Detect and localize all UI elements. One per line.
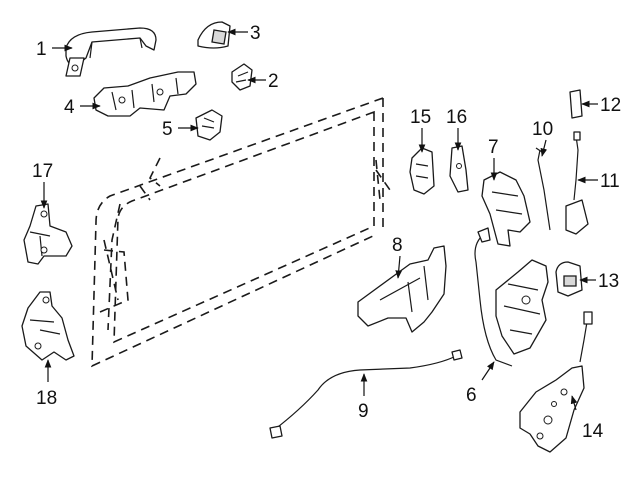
callout-13: 13	[598, 271, 619, 292]
leader-lines	[40, 28, 598, 411]
callout-12: 12	[600, 95, 621, 116]
part-4-handle-carrier	[93, 71, 197, 117]
part-17-upper-hinge	[23, 203, 73, 265]
callout-15: 15	[410, 107, 431, 128]
callout-17: 17	[32, 161, 53, 182]
part-10-rod	[535, 147, 551, 231]
part-5-lock-cylinder	[195, 109, 223, 141]
part-12-connector	[569, 89, 583, 119]
callout-11: 11	[600, 171, 620, 192]
callout-1: 1	[36, 39, 47, 60]
part-7-lock-bracket	[481, 171, 531, 247]
part-16-bracket	[449, 145, 469, 193]
part-3-handle-cap	[197, 21, 231, 49]
part-13-striker-cover	[555, 261, 583, 297]
part-9-release-cable	[269, 349, 463, 439]
part-11-cable	[565, 131, 589, 235]
callout-10: 10	[532, 119, 553, 140]
callout-16: 16	[446, 107, 467, 128]
part-14-latch-bracket	[519, 311, 593, 453]
callout-9: 9	[358, 401, 369, 422]
part-2-clip	[231, 63, 253, 91]
callout-2: 2	[268, 71, 279, 92]
callout-6: 6	[466, 385, 477, 406]
callout-5: 5	[162, 119, 173, 140]
door-outline	[91, 97, 391, 368]
part-8-inner-bracket	[357, 245, 447, 333]
callout-7: 7	[488, 137, 499, 158]
callout-labels: 1 2 3 4 5 6 7 8 9 10 11 12 13 14 15 16 1…	[32, 23, 621, 442]
part-6-latch	[474, 227, 549, 367]
part-15-bracket	[409, 147, 435, 195]
part-18-lower-hinge	[21, 291, 75, 361]
callout-18: 18	[36, 388, 57, 409]
callout-4: 4	[64, 97, 75, 118]
part-1-outside-handle	[65, 27, 157, 77]
callout-8: 8	[392, 235, 403, 256]
callout-14: 14	[582, 421, 604, 442]
callout-3: 3	[250, 23, 261, 44]
